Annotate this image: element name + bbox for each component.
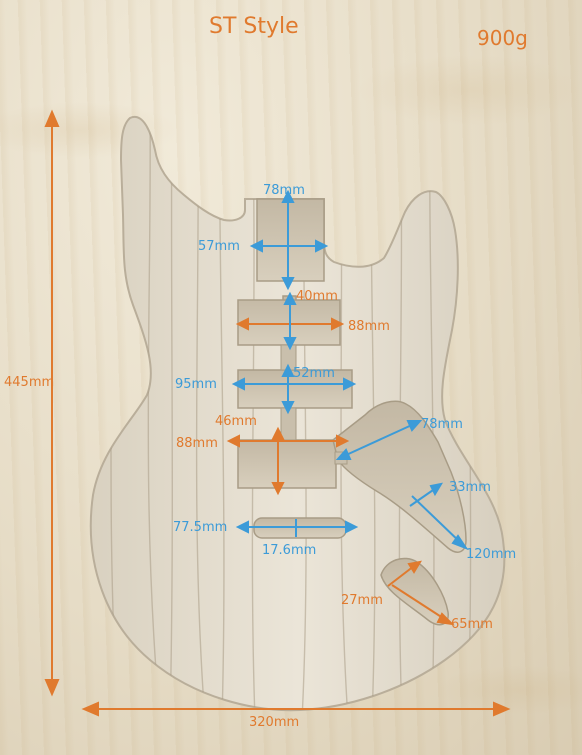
height-label: 445mm [4, 375, 55, 390]
neck-pickup-width-label: 88mm [348, 319, 390, 334]
orange-inner-dimension-lines [226, 317, 455, 626]
control-cavity-diagonal-label: 120mm [466, 547, 517, 562]
bridge-pickup-cavity [237, 439, 337, 489]
weight-label: 900g [477, 26, 528, 50]
bridge-pickup-height-label: 46mm [215, 414, 257, 429]
neck-pocket-width-label: 57mm [198, 239, 240, 254]
middle-pickup-width-label: 95mm [175, 377, 217, 392]
neck-pocket-length-label: 78mm [263, 183, 305, 198]
neck-pickup-height-label: 40mm [296, 289, 338, 304]
overall-dimension-lines [44, 109, 511, 717]
bridge-slot-height-label: 17.6mm [262, 543, 317, 558]
page-title: ST Style [209, 14, 299, 39]
middle-pickup-cavity [237, 369, 353, 409]
jack-cavity-width-label: 27mm [341, 593, 383, 608]
jack-cavity [380, 557, 449, 626]
blue-inner-dimension-lines [231, 189, 469, 551]
width-label: 320mm [249, 715, 300, 730]
cavities [237, 198, 467, 626]
bridge-slot-width-label: 77.5mm [173, 520, 228, 535]
control-cavity-width-label: 33mm [449, 480, 491, 495]
bridge-pickup-width-label: 88mm [176, 436, 218, 451]
control-cavity-length-label: 78mm [421, 417, 463, 432]
middle-pickup-height-label: 52mm [293, 366, 335, 381]
neck-pocket [256, 198, 325, 282]
jack-cavity-length-label: 65mm [451, 617, 493, 632]
control-cavity [332, 400, 467, 553]
